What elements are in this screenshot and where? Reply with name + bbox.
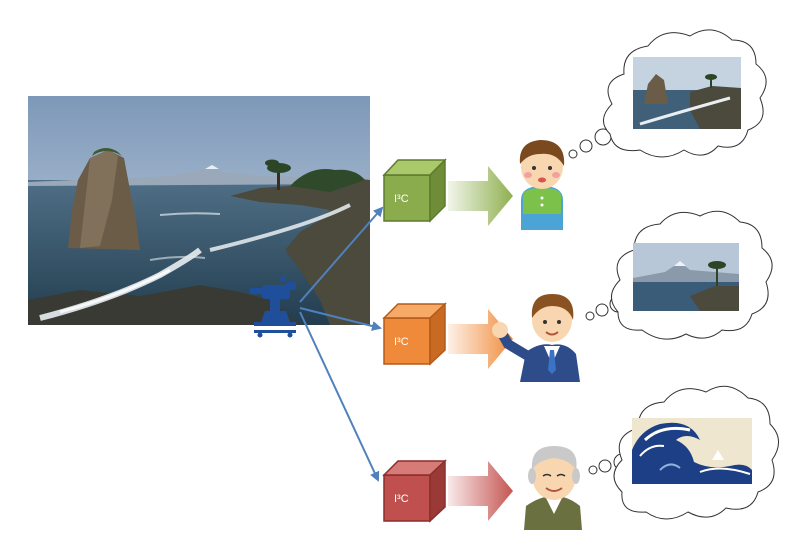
rock-view-thought — [568, 29, 767, 159]
young-man-viewer-icon — [492, 294, 580, 382]
thought-dot — [579, 139, 593, 153]
thought-photo — [633, 243, 739, 311]
cube-green: I³C — [382, 158, 447, 223]
child-viewer-icon — [519, 140, 565, 230]
camera-on-tripod-icon — [250, 276, 296, 338]
cube-label: I³C — [394, 336, 409, 348]
great-wave-thought — [588, 385, 779, 520]
elderly-man-viewer-icon — [524, 446, 582, 530]
cube-label: I³C — [394, 193, 409, 205]
mount-fuji-view-thought — [585, 210, 773, 340]
thought-photo — [632, 418, 752, 484]
connector-to-cube-1 — [299, 206, 384, 303]
arrow-red — [448, 461, 513, 521]
connector-to-cube-3 — [299, 311, 380, 482]
thought-dot — [585, 311, 595, 321]
thought-dot — [568, 149, 578, 159]
thought-dot — [598, 459, 612, 473]
arrow-green — [448, 166, 513, 226]
coastal-rock-photo — [28, 96, 370, 325]
connector-to-cube-2 — [299, 307, 382, 331]
thought-dot — [588, 465, 598, 475]
thought-photo — [633, 57, 741, 129]
connector-lines — [299, 206, 384, 482]
cube-label: I³C — [394, 493, 409, 505]
thought-dot — [595, 303, 609, 317]
cube-red: I³C — [382, 459, 447, 523]
cube-orange: I³C — [382, 302, 447, 366]
